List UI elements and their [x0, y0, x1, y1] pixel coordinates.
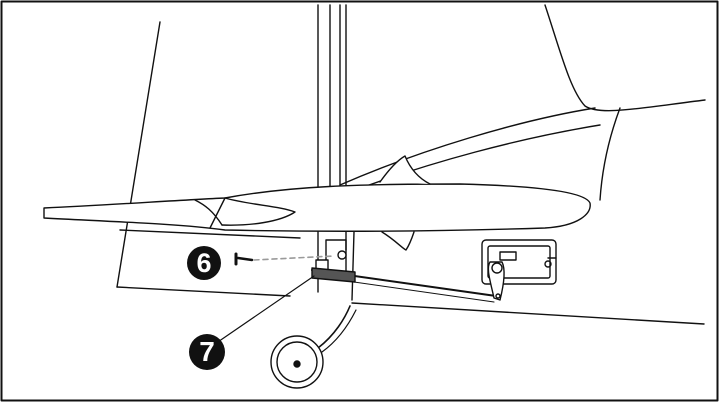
horizontal-stabilizer: [43, 155, 591, 251]
pushrod: [311, 267, 497, 303]
screw-part: [234, 252, 335, 266]
tail-wheel-assembly: [270, 305, 357, 389]
callout-7-badge: 7: [189, 334, 225, 370]
servo-assembly: [481, 239, 557, 301]
screw-guide-dashes: [253, 255, 335, 261]
fuselage-body: [116, 21, 705, 325]
control-horn-bracket: [315, 231, 347, 275]
callout-6-badge: 6: [187, 246, 221, 280]
leader-line-7: [211, 275, 315, 347]
